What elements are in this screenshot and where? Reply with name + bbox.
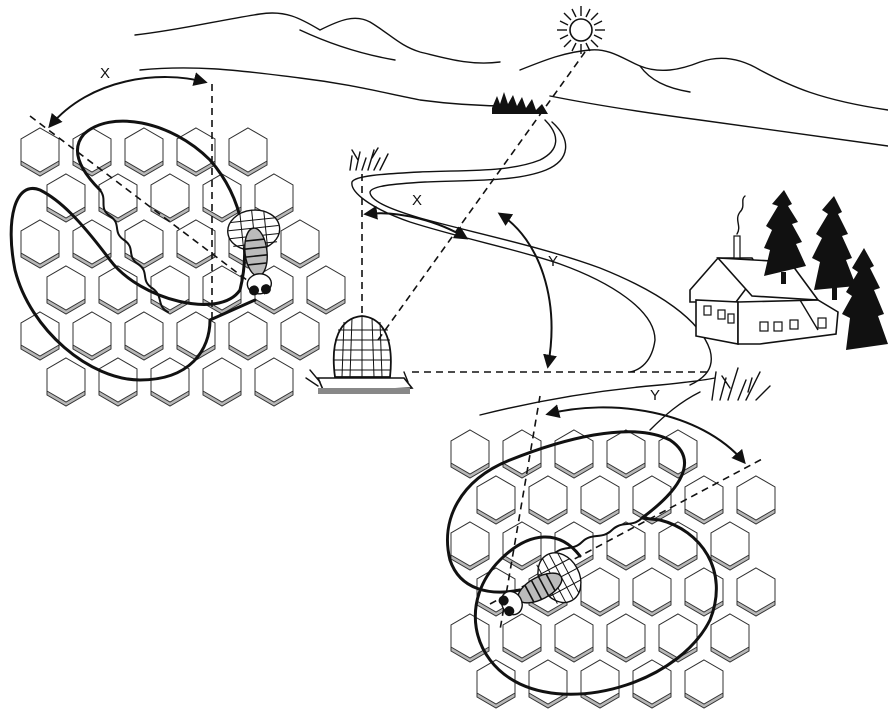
center-angle-lines (361, 51, 712, 373)
angle-y-bottom-right-label: Y (650, 387, 660, 404)
waggle-dance-left (9, 72, 269, 382)
honeycomb-cell (580, 567, 620, 617)
honeycomb-cell (606, 613, 646, 663)
honeycomb-cell (684, 659, 724, 709)
honeycomb-cell (150, 173, 190, 223)
honeycomb-cell (450, 613, 490, 663)
honeycomb-cell (528, 659, 568, 709)
honeycomb-cell (710, 613, 750, 663)
honeycomb-cell (98, 357, 138, 407)
honeycomb-cell (176, 127, 216, 177)
honeycomb-cell (710, 521, 750, 571)
honeycomb-cell (72, 219, 112, 269)
honeycomb-cell (280, 219, 320, 269)
honeycomb-cell (46, 265, 86, 315)
sun-icon (557, 6, 605, 54)
honeycomb-cell (580, 659, 620, 709)
honeycomb-cell (502, 521, 542, 571)
honeycomb-cell (46, 357, 86, 407)
flower-patch-icon (349, 147, 389, 171)
honeycomb-cell (176, 219, 216, 269)
bee-icon (498, 552, 582, 617)
honeycomb-cell (254, 357, 294, 407)
angle-x-top-left-label: X (100, 65, 110, 82)
honeycomb-cell (450, 429, 490, 479)
honeycomb-cell (306, 265, 346, 315)
honeycomb-cell (150, 265, 190, 315)
honeycomb-cell (502, 613, 542, 663)
angle-x-center-label: X (412, 192, 422, 209)
honeycomb-cell (98, 265, 138, 315)
honeycomb-cell (228, 127, 268, 177)
honeycomb-cell (202, 265, 242, 315)
honeycomb-cell (20, 219, 60, 269)
honeycomb-cell (736, 567, 776, 617)
honeycomb-cell (124, 219, 164, 269)
honeycomb-cell (98, 173, 138, 223)
honeycomb-cell (450, 521, 490, 571)
honeycomb-cell (124, 127, 164, 177)
mountain-range (134, 12, 888, 147)
honeycomb-cell (528, 475, 568, 525)
grass-tuft (711, 367, 771, 401)
honeycomb-cell (658, 613, 698, 663)
honeycomb-cell (150, 357, 190, 407)
honeycomb-right (450, 429, 776, 709)
honeycomb-left (20, 127, 346, 407)
shrubs-on-hill (492, 92, 548, 114)
trees-icon (764, 190, 888, 350)
angle-y-center-label: Y (548, 253, 558, 270)
honeycomb-cell (554, 613, 594, 663)
honeycomb-cell (736, 475, 776, 525)
honeycomb-cell (658, 521, 698, 571)
honeycomb-cell (20, 127, 60, 177)
honeycomb-cell (72, 311, 112, 361)
honeycomb-cell (632, 567, 672, 617)
honeycomb-cell (280, 311, 320, 361)
honeycomb-cell (202, 357, 242, 407)
beehive-icon (305, 315, 414, 394)
bee-icon (227, 209, 281, 296)
honeycomb-cell (606, 429, 646, 479)
honeycomb-cell (124, 311, 164, 361)
honeycomb-cell (580, 475, 620, 525)
honeycomb-cell (228, 311, 268, 361)
honeycomb-cell (476, 475, 516, 525)
farmhouse-icon (689, 195, 839, 345)
